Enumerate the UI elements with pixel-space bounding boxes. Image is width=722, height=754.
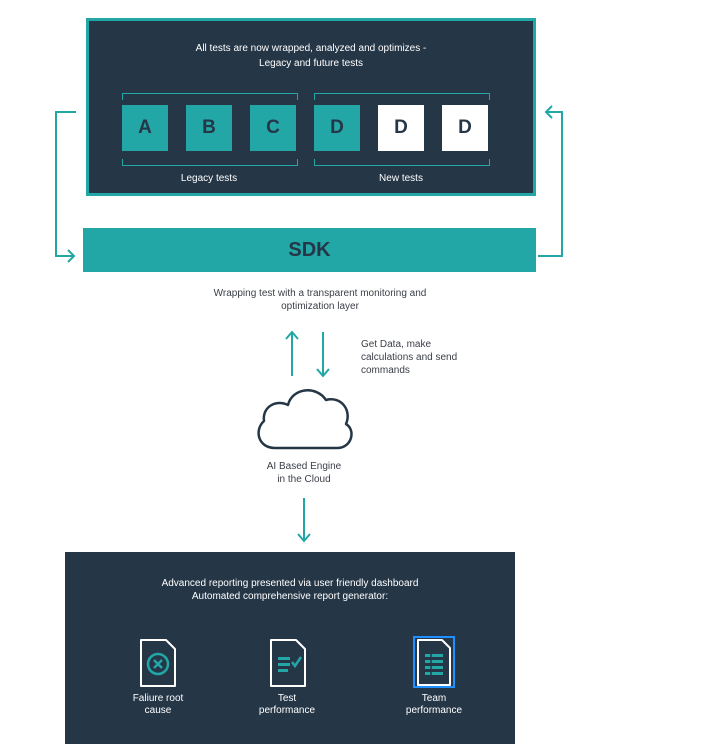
legacy-tests-label: Legacy tests [180,173,238,184]
tile-d-3-label: D [458,117,472,138]
report-test-label: Test performance [258,693,316,716]
right-loop-arrow [538,111,563,257]
left-loop-arrow [55,111,76,257]
cloud-icon [257,389,353,450]
tile-a-label: A [138,117,152,138]
new-bracket-bottom [314,159,490,166]
reporting-panel-title: Advanced reporting presented via user fr… [161,578,419,602]
data-flow-caption: Get Data, make calculations and send com… [361,339,458,376]
tests-panel-title: All tests are now wrapped, analyzed and … [195,43,427,69]
new-tests-label: New tests [379,173,423,184]
tile-a: A [122,105,168,151]
team-performance-doc-icon [417,639,451,686]
tile-d-3: D [442,105,488,151]
right-loop-arrowhead [544,105,553,119]
tests-panel: All tests are now wrapped, analyzed and … [86,18,536,196]
tile-d-2: D [378,105,424,151]
new-bracket-top [314,93,490,100]
tile-b: B [186,105,232,151]
tile-d-1: D [314,105,360,151]
legacy-bracket-bottom [122,159,298,166]
tile-b-label: B [202,117,216,138]
tile-d-2-label: D [394,117,408,138]
report-team-label: Team performance [405,693,463,716]
sdk-label: SDK [288,238,331,261]
tile-c: C [250,105,296,151]
sdk-bar: SDK [83,228,536,272]
team-performance-highlight [413,636,455,688]
reporting-panel: Advanced reporting presented via user fr… [65,552,515,744]
tile-c-label: C [266,117,280,138]
tile-d-1-label: D [330,117,344,138]
test-performance-doc-icon [270,639,306,687]
failure-doc-icon [140,639,176,687]
report-failure-label: Faliure root cause [132,693,184,716]
legacy-bracket-top [122,93,298,100]
cloud-caption: AI Based Engine in the Cloud [266,461,342,485]
left-loop-arrowhead [67,249,76,263]
sdk-caption: Wrapping test with a transparent monitor… [213,288,427,312]
